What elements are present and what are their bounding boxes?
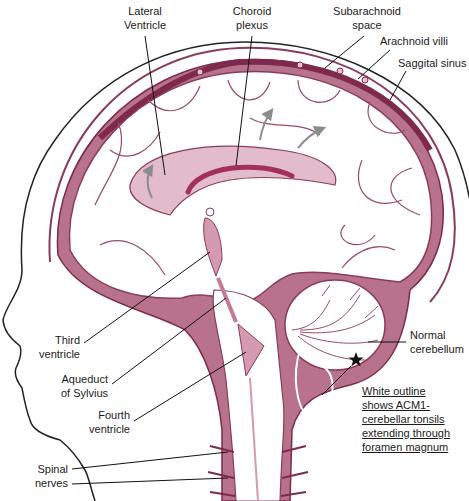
villus: [337, 68, 343, 74]
folia: [300, 315, 375, 333]
leader-line: [236, 36, 252, 166]
folia: [300, 334, 378, 343]
anatomy-label: White outline shows ACM1-cerebellar tons…: [362, 384, 456, 454]
villus: [297, 62, 303, 68]
leader-line: [368, 342, 406, 343]
leader-line: [134, 352, 246, 421]
gyrus: [100, 241, 165, 275]
leader-line: [84, 252, 210, 343]
star-marker: [349, 352, 364, 367]
central-canal: [250, 378, 258, 501]
gyrus: [250, 118, 320, 135]
leader-line: [72, 452, 228, 469]
leader-lines: [72, 36, 406, 484]
gyrus: [95, 122, 122, 205]
flow-arrow: [298, 128, 324, 148]
anatomy-label: Normal cerebellum: [410, 328, 467, 356]
villus: [362, 77, 368, 83]
interventricular-foramen: [206, 208, 214, 216]
gyrus: [341, 225, 375, 245]
leader-line: [322, 366, 351, 395]
leader-line: [358, 50, 390, 79]
gyrus: [298, 80, 340, 102]
anatomy-label: Choroid plexus: [226, 4, 278, 32]
gyrus: [391, 168, 420, 215]
fourth-ventricle: [238, 324, 264, 376]
leader-line: [325, 36, 364, 68]
folia: [322, 285, 378, 318]
brainstem-spinal-cord: [213, 290, 284, 501]
tonsil-outline: [296, 350, 333, 420]
flow-arrow: [148, 166, 153, 198]
choroid-plexus: [188, 167, 292, 192]
leader-line: [72, 478, 228, 484]
anatomy-label: Third ventricle: [20, 333, 80, 361]
anatomy-label: Saggital sinus: [398, 56, 466, 70]
aqueduct: [218, 278, 236, 322]
anatomy-label: Aqueduct of Sylvius: [52, 372, 108, 400]
skull-line: [49, 48, 454, 302]
cerebellum: [285, 280, 385, 370]
leader-line: [112, 298, 226, 384]
villus: [197, 69, 203, 75]
csf-flow-arrows: [148, 110, 325, 198]
folia: [292, 300, 330, 330]
nerve-root: [281, 446, 308, 496]
head-outline: [3, 42, 469, 501]
flow-arrow: [260, 110, 272, 140]
cerebrum: [69, 72, 431, 300]
anatomy-label: Lateral Ventricle: [114, 4, 176, 32]
folia: [300, 295, 360, 330]
gyrus: [228, 80, 270, 100]
anatomy-label: Arachnoid villi: [380, 34, 465, 48]
anatomy-label: Spinal nerves: [14, 462, 68, 490]
third-ventricle: [204, 218, 222, 276]
gyrus: [342, 247, 395, 268]
anatomy-label: Fourth ventricle: [72, 408, 130, 436]
arbor-vitae: [292, 285, 378, 360]
anatomy-label: Subarachnoid space: [330, 4, 404, 32]
gyrus: [358, 160, 402, 203]
leader-line: [145, 36, 165, 175]
spinal-nerve-roots: [208, 446, 308, 496]
gyrus: [368, 102, 405, 133]
lateral-ventricle: [130, 146, 336, 215]
gyrus: [110, 132, 160, 156]
leader-line: [390, 71, 406, 100]
gyri: [95, 80, 420, 275]
gyrus: [148, 86, 200, 111]
